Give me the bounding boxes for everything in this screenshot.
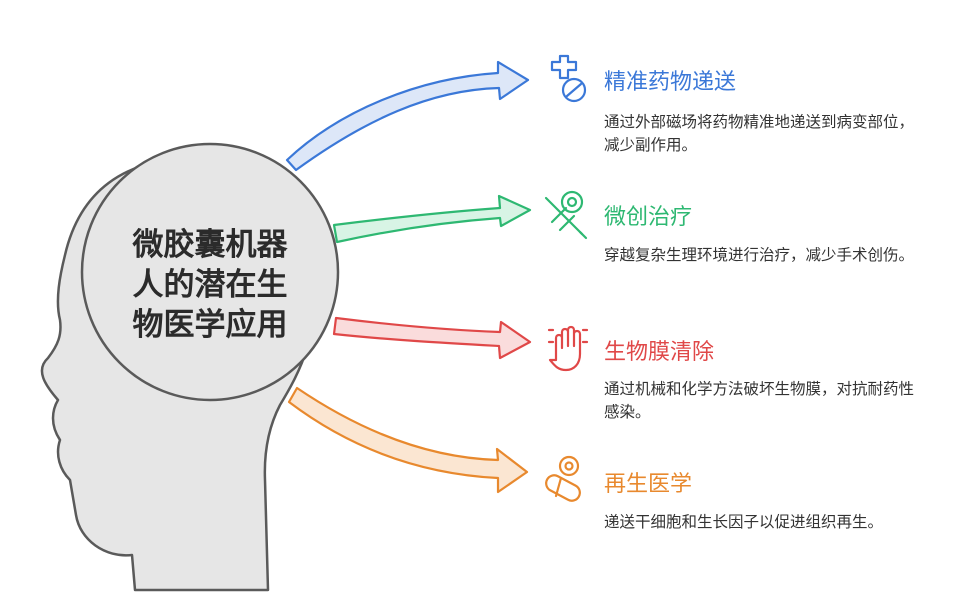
item-title-regenerative: 再生医学 <box>604 472 693 497</box>
item-title-biofilm: 生物膜清除 <box>604 340 715 365</box>
center-circle <box>80 142 340 402</box>
center-title-line-1: 微胶囊机器 <box>132 227 288 263</box>
syringe-icon <box>544 190 588 240</box>
item-desc-regenerative: 递送干细胞和生长因子以促进组织再生。 <box>604 513 884 531</box>
arrow-biofilm <box>332 316 532 360</box>
medical-pill-icon <box>550 54 587 103</box>
arrow-minimally-invasive <box>332 194 532 244</box>
capsule-cell-icon <box>545 455 581 502</box>
item-desc-drug-delivery: 通过外部磁场将药物精准地递送到病变部位，减少副作用。 <box>604 113 915 154</box>
item-desc-minimally-invasive: 穿越复杂生理环境进行治疗，减少手术创伤。 <box>604 246 915 264</box>
item-desc-biofilm: 通过机械和化学方法破坏生物膜，对抗耐药性感染。 <box>604 380 915 421</box>
center-title-line-3: 物医学应用 <box>132 307 288 343</box>
hand-icon <box>547 325 589 372</box>
center-title-line-2: 人的潜在生 <box>132 267 288 303</box>
arrow-regenerative <box>287 386 529 494</box>
arrow-drug-delivery <box>285 60 530 172</box>
item-title-minimally-invasive: 微创治疗 <box>604 205 693 230</box>
item-title-drug-delivery: 精准药物递送 <box>604 70 737 95</box>
center-title: 微胶囊机器 人的潜在生 物医学应用 <box>110 225 310 345</box>
